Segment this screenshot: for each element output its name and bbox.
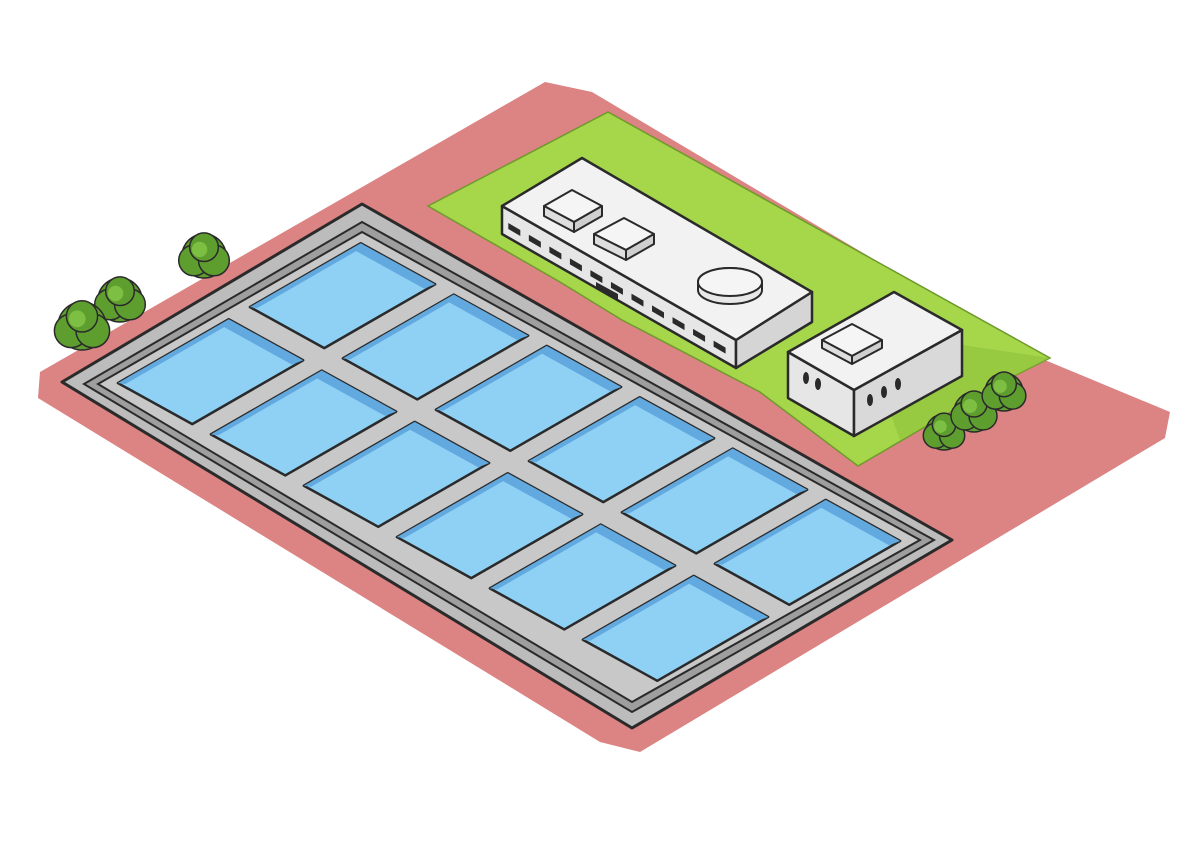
window bbox=[569, 258, 582, 272]
basin-water bbox=[248, 241, 437, 350]
tree-group bbox=[53, 232, 1027, 451]
entrance bbox=[596, 282, 618, 300]
tree bbox=[53, 300, 111, 351]
basin bbox=[581, 574, 770, 683]
basin-shade bbox=[714, 499, 901, 565]
tree bbox=[981, 371, 1027, 412]
window-row bbox=[508, 223, 726, 354]
window-row bbox=[803, 372, 901, 406]
window bbox=[713, 340, 726, 354]
tree bbox=[177, 232, 231, 279]
basin-shade bbox=[621, 448, 808, 514]
basin-shade bbox=[342, 294, 529, 360]
basin-shade bbox=[396, 473, 583, 539]
window bbox=[549, 246, 562, 260]
basin bbox=[713, 498, 902, 607]
basin-shade bbox=[303, 421, 490, 487]
basin-shade bbox=[249, 243, 436, 309]
basin-shade bbox=[582, 575, 769, 641]
window bbox=[528, 234, 541, 248]
basin bbox=[434, 344, 623, 453]
basin bbox=[302, 420, 491, 529]
basin-shade bbox=[435, 345, 622, 411]
basin bbox=[209, 369, 398, 477]
basin-water bbox=[116, 317, 305, 426]
roof-unit bbox=[593, 217, 655, 261]
window bbox=[693, 328, 706, 342]
basin bbox=[620, 447, 809, 555]
window bbox=[610, 281, 623, 295]
basin-grid bbox=[116, 241, 902, 683]
basin bbox=[488, 523, 677, 631]
main-building bbox=[500, 156, 814, 370]
window bbox=[508, 223, 521, 237]
basin-water bbox=[527, 395, 716, 504]
basin bbox=[395, 471, 584, 580]
roof-unit bbox=[543, 189, 603, 233]
basin bbox=[341, 293, 530, 401]
basin bbox=[248, 241, 437, 350]
basin-water bbox=[395, 471, 584, 580]
basin-shade bbox=[489, 524, 676, 590]
roof-unit bbox=[821, 323, 883, 365]
basin bbox=[116, 317, 305, 426]
window bbox=[672, 317, 685, 331]
small-building bbox=[786, 290, 964, 438]
basin-shade bbox=[528, 397, 715, 463]
basin-shade bbox=[117, 319, 304, 385]
tree bbox=[93, 276, 147, 323]
window bbox=[631, 293, 644, 307]
basin-complex bbox=[60, 202, 954, 730]
window bbox=[590, 270, 603, 284]
roof-tank bbox=[697, 267, 763, 305]
window bbox=[652, 305, 664, 319]
basin-shade bbox=[210, 370, 397, 436]
basin-frame-walkway bbox=[96, 230, 923, 704]
basin bbox=[527, 395, 716, 504]
